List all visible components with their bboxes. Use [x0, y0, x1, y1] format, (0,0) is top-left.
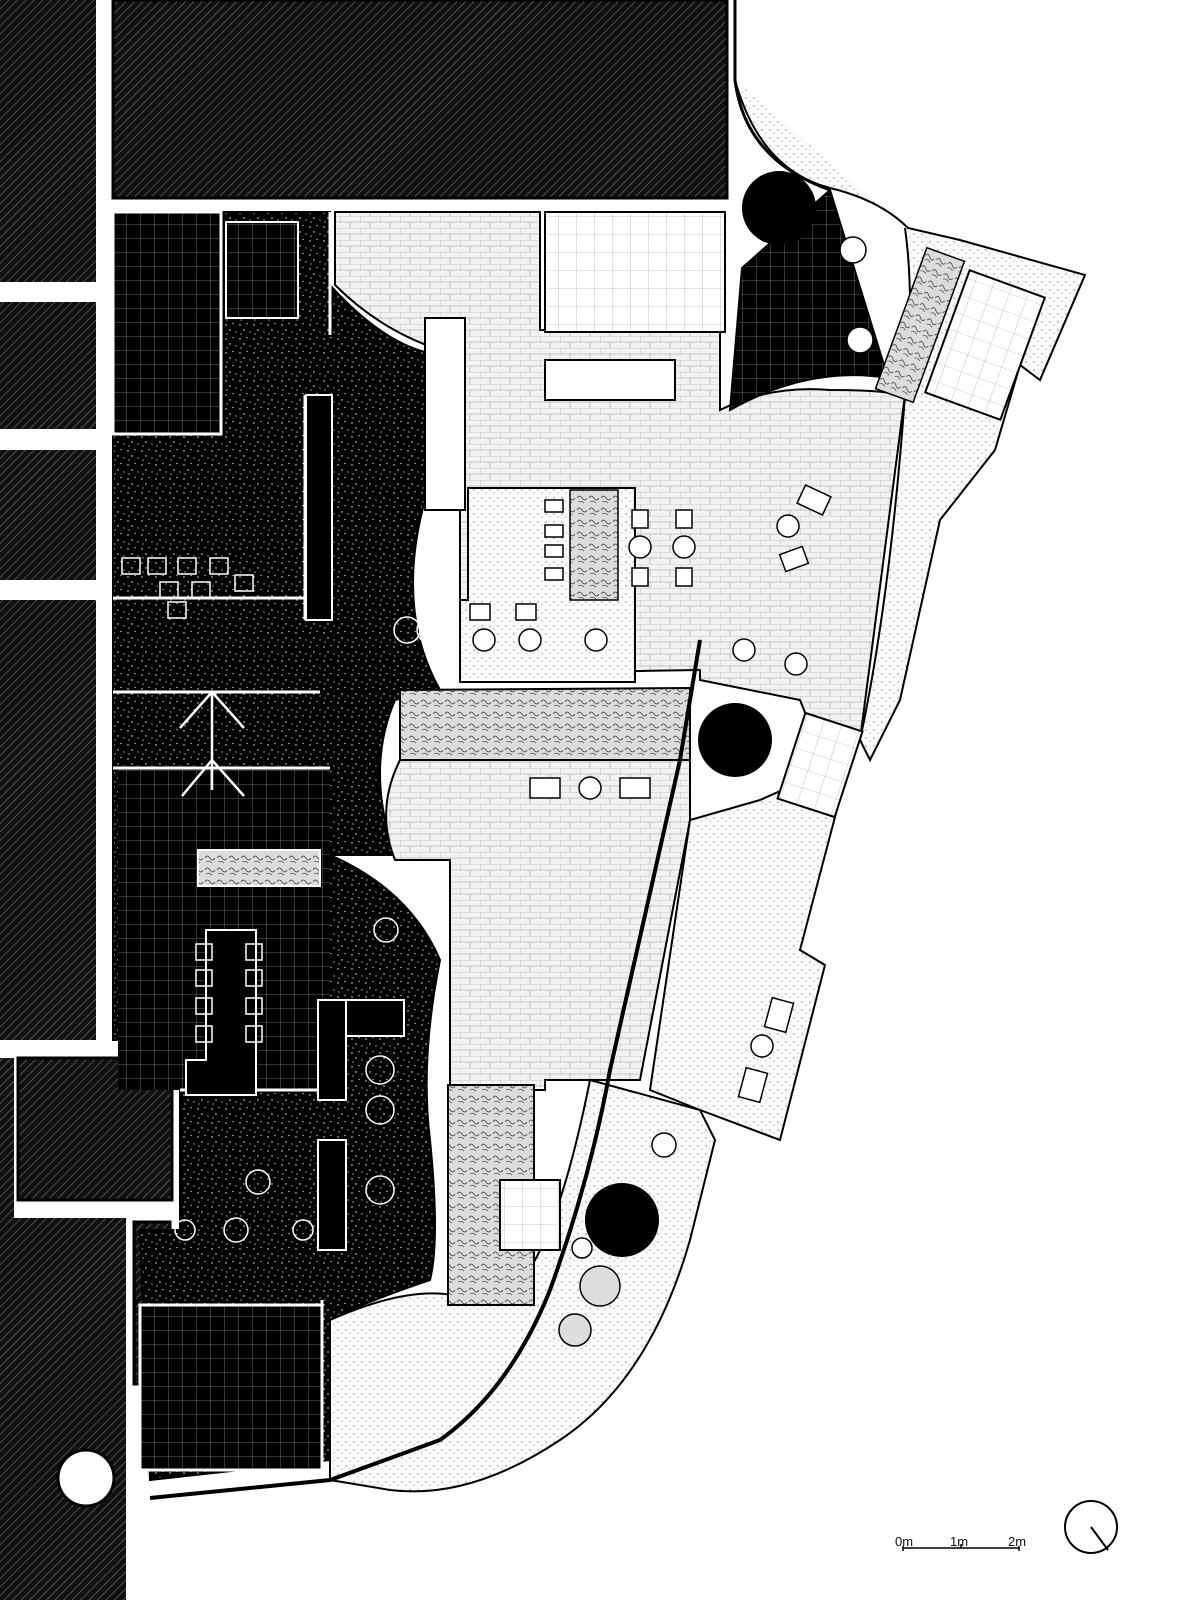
kitchen-counter: [544, 359, 676, 401]
exterior-terrace: [329, 79, 1087, 1493]
planter-band: [399, 686, 691, 761]
terrace-planter-upper: [874, 246, 966, 404]
building-top: [111, 0, 729, 200]
building-left-bottom: [0, 1058, 14, 1600]
mid-steps: [776, 711, 864, 819]
planter-interior: [197, 849, 321, 887]
service-wall: [424, 317, 466, 511]
lower-steps: [499, 1179, 561, 1251]
scale-bar: 0m 1m 2m: [895, 1534, 1026, 1551]
column-middle: [698, 703, 772, 777]
kitchen-block: [544, 211, 726, 333]
wc-tile-zone-bottom: [138, 1303, 324, 1472]
wc-tile-zone-top: [111, 210, 223, 436]
building-left-strip-1: [0, 0, 96, 282]
interior-floor: [111, 210, 444, 1482]
scale-tick-2: 2m: [1008, 1534, 1026, 1549]
bar-l-counter: [185, 929, 257, 1096]
column-bottom-left: [56, 1448, 116, 1508]
terrace-steps-upper: [923, 268, 1047, 422]
scale-tick-1: 1m: [950, 1534, 968, 1549]
scale-tick-0: 0m: [895, 1534, 913, 1549]
columns: [585, 171, 816, 1257]
building-left-strip-4: [0, 600, 96, 1040]
scale-bar-line: [902, 1544, 1020, 1551]
north-arrow-icon: [1064, 1500, 1118, 1554]
stair-zone-top: [225, 221, 299, 319]
dining-planter: [569, 489, 619, 601]
building-left-strip-3: [0, 450, 96, 580]
column-top-right: [742, 171, 816, 245]
courtyard-paving: [334, 211, 907, 1091]
existing-buildings: [0, 0, 729, 1600]
column-bottom: [585, 1183, 659, 1257]
bar-counter-black: [305, 394, 333, 621]
boundary-curve: [733, 0, 831, 192]
building-left-strip-2: [0, 302, 96, 429]
terrace-mid: [648, 758, 852, 1142]
building-left-bottom-2: [14, 1218, 126, 1600]
facade-curve: [149, 639, 702, 1500]
